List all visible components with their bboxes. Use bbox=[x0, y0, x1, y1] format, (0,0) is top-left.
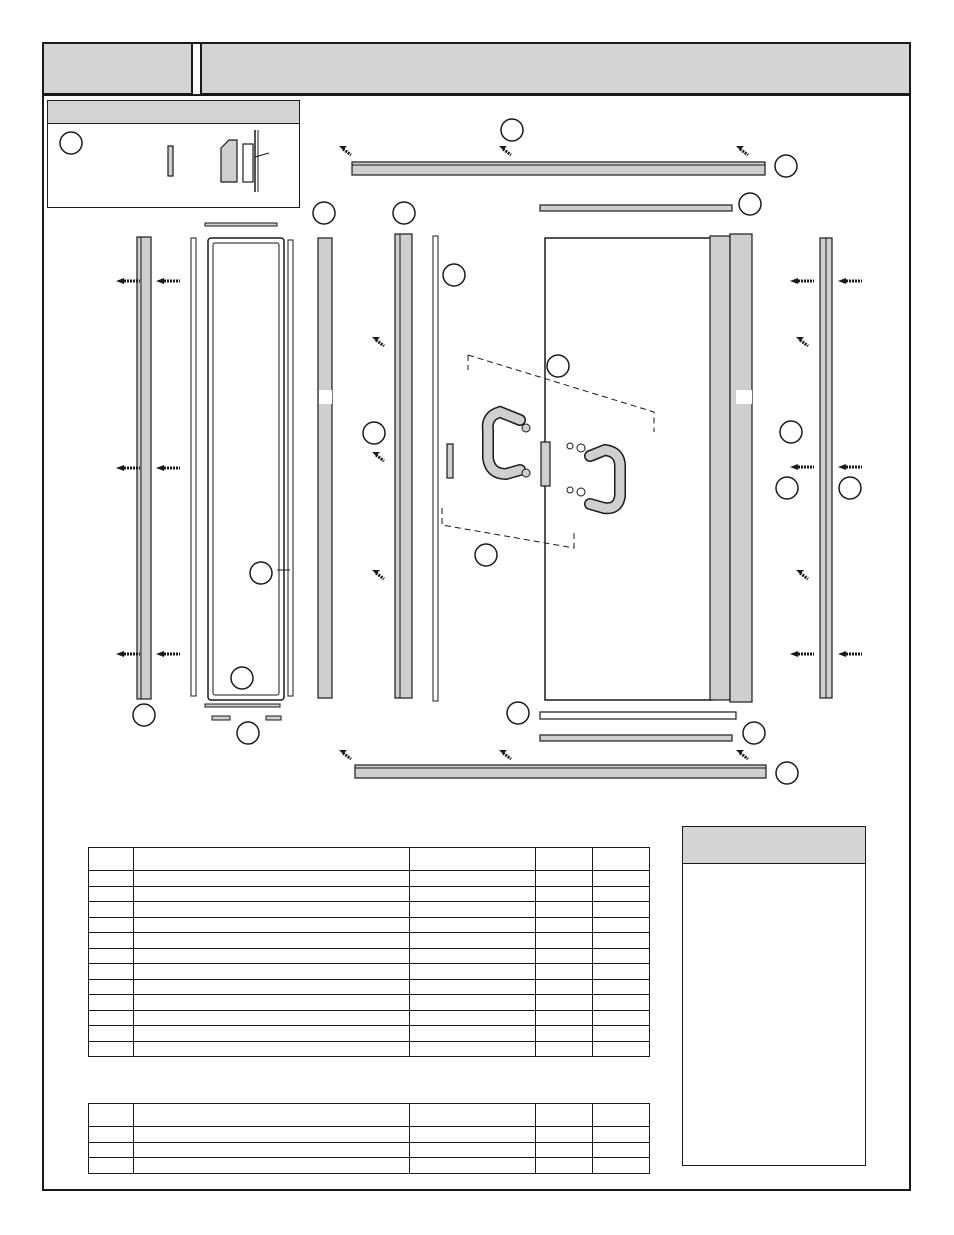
callout-circles bbox=[132, 118, 862, 785]
inset-header bbox=[47, 100, 300, 124]
screw-icon bbox=[114, 649, 142, 659]
table-row bbox=[88, 1157, 650, 1174]
screw-icon bbox=[788, 462, 816, 472]
header-cell bbox=[133, 847, 410, 871]
header-cell bbox=[535, 847, 593, 871]
table-row bbox=[88, 1040, 650, 1057]
optional-table-header bbox=[88, 1103, 650, 1127]
notes-box bbox=[682, 826, 866, 1166]
table-row bbox=[88, 947, 650, 964]
lower-guide bbox=[539, 734, 733, 742]
inset-sweep bbox=[242, 143, 254, 183]
screw-icon bbox=[788, 276, 816, 286]
header-cell bbox=[88, 847, 134, 871]
screw-icon bbox=[836, 462, 864, 472]
table-row bbox=[88, 870, 650, 887]
header-cell bbox=[409, 1103, 536, 1127]
table-row bbox=[88, 1025, 650, 1042]
header-right-box bbox=[200, 42, 911, 95]
top-header-rail bbox=[351, 161, 766, 176]
screw-icon bbox=[154, 276, 182, 286]
header-cell bbox=[592, 847, 650, 871]
screw-icon bbox=[734, 144, 750, 157]
screw-icon bbox=[114, 463, 142, 473]
table-row bbox=[88, 932, 650, 949]
screw-icon bbox=[337, 748, 353, 761]
screw-icon bbox=[154, 463, 182, 473]
door-panel bbox=[544, 237, 713, 701]
table-row bbox=[88, 994, 650, 1011]
screw-icon bbox=[794, 568, 810, 581]
screw-icon bbox=[836, 649, 864, 659]
screw-icon bbox=[794, 335, 810, 348]
table-row bbox=[88, 963, 650, 980]
strike-jamb bbox=[394, 233, 413, 699]
screw-icon bbox=[114, 276, 142, 286]
header-cell bbox=[535, 1103, 593, 1127]
screw-icon bbox=[337, 144, 353, 157]
inset-seal bbox=[220, 139, 238, 183]
exploded-diagram bbox=[114, 118, 864, 785]
header-cell bbox=[88, 1103, 134, 1127]
header-cell bbox=[409, 847, 536, 871]
upper-guide bbox=[539, 204, 733, 212]
hinge-jamb bbox=[729, 233, 753, 703]
screw-icon bbox=[497, 144, 513, 157]
callout-circle-icon bbox=[59, 131, 83, 155]
table-row bbox=[88, 1141, 650, 1158]
table-row bbox=[88, 916, 650, 933]
screw-icon bbox=[497, 748, 513, 761]
door-sweep bbox=[539, 711, 737, 720]
header-divider bbox=[42, 94, 911, 96]
parts-table-header bbox=[88, 847, 650, 871]
header-cell bbox=[592, 1103, 650, 1127]
optional-parts-table bbox=[88, 1103, 650, 1174]
table-row bbox=[88, 901, 650, 918]
table-row bbox=[88, 1126, 650, 1143]
hinge-rail bbox=[709, 235, 731, 701]
bottom-threshold bbox=[354, 764, 767, 779]
inset-strip bbox=[167, 145, 174, 177]
table-row bbox=[88, 885, 650, 902]
center-post bbox=[317, 237, 333, 699]
screw-icon bbox=[734, 748, 750, 761]
table-row bbox=[88, 978, 650, 995]
screw-icon bbox=[788, 649, 816, 659]
parts-table bbox=[88, 847, 650, 1057]
screw-icon bbox=[154, 649, 182, 659]
magnet-strip bbox=[432, 235, 439, 702]
screw-icon bbox=[370, 568, 386, 581]
header-cell bbox=[133, 1103, 410, 1127]
notes-header bbox=[682, 826, 866, 864]
glass-channel bbox=[190, 237, 197, 697]
screw-icon bbox=[370, 450, 386, 463]
table-row bbox=[88, 1009, 650, 1026]
screw-icon bbox=[836, 276, 864, 286]
inset-drawing bbox=[59, 130, 270, 192]
screw-icon bbox=[370, 335, 386, 348]
